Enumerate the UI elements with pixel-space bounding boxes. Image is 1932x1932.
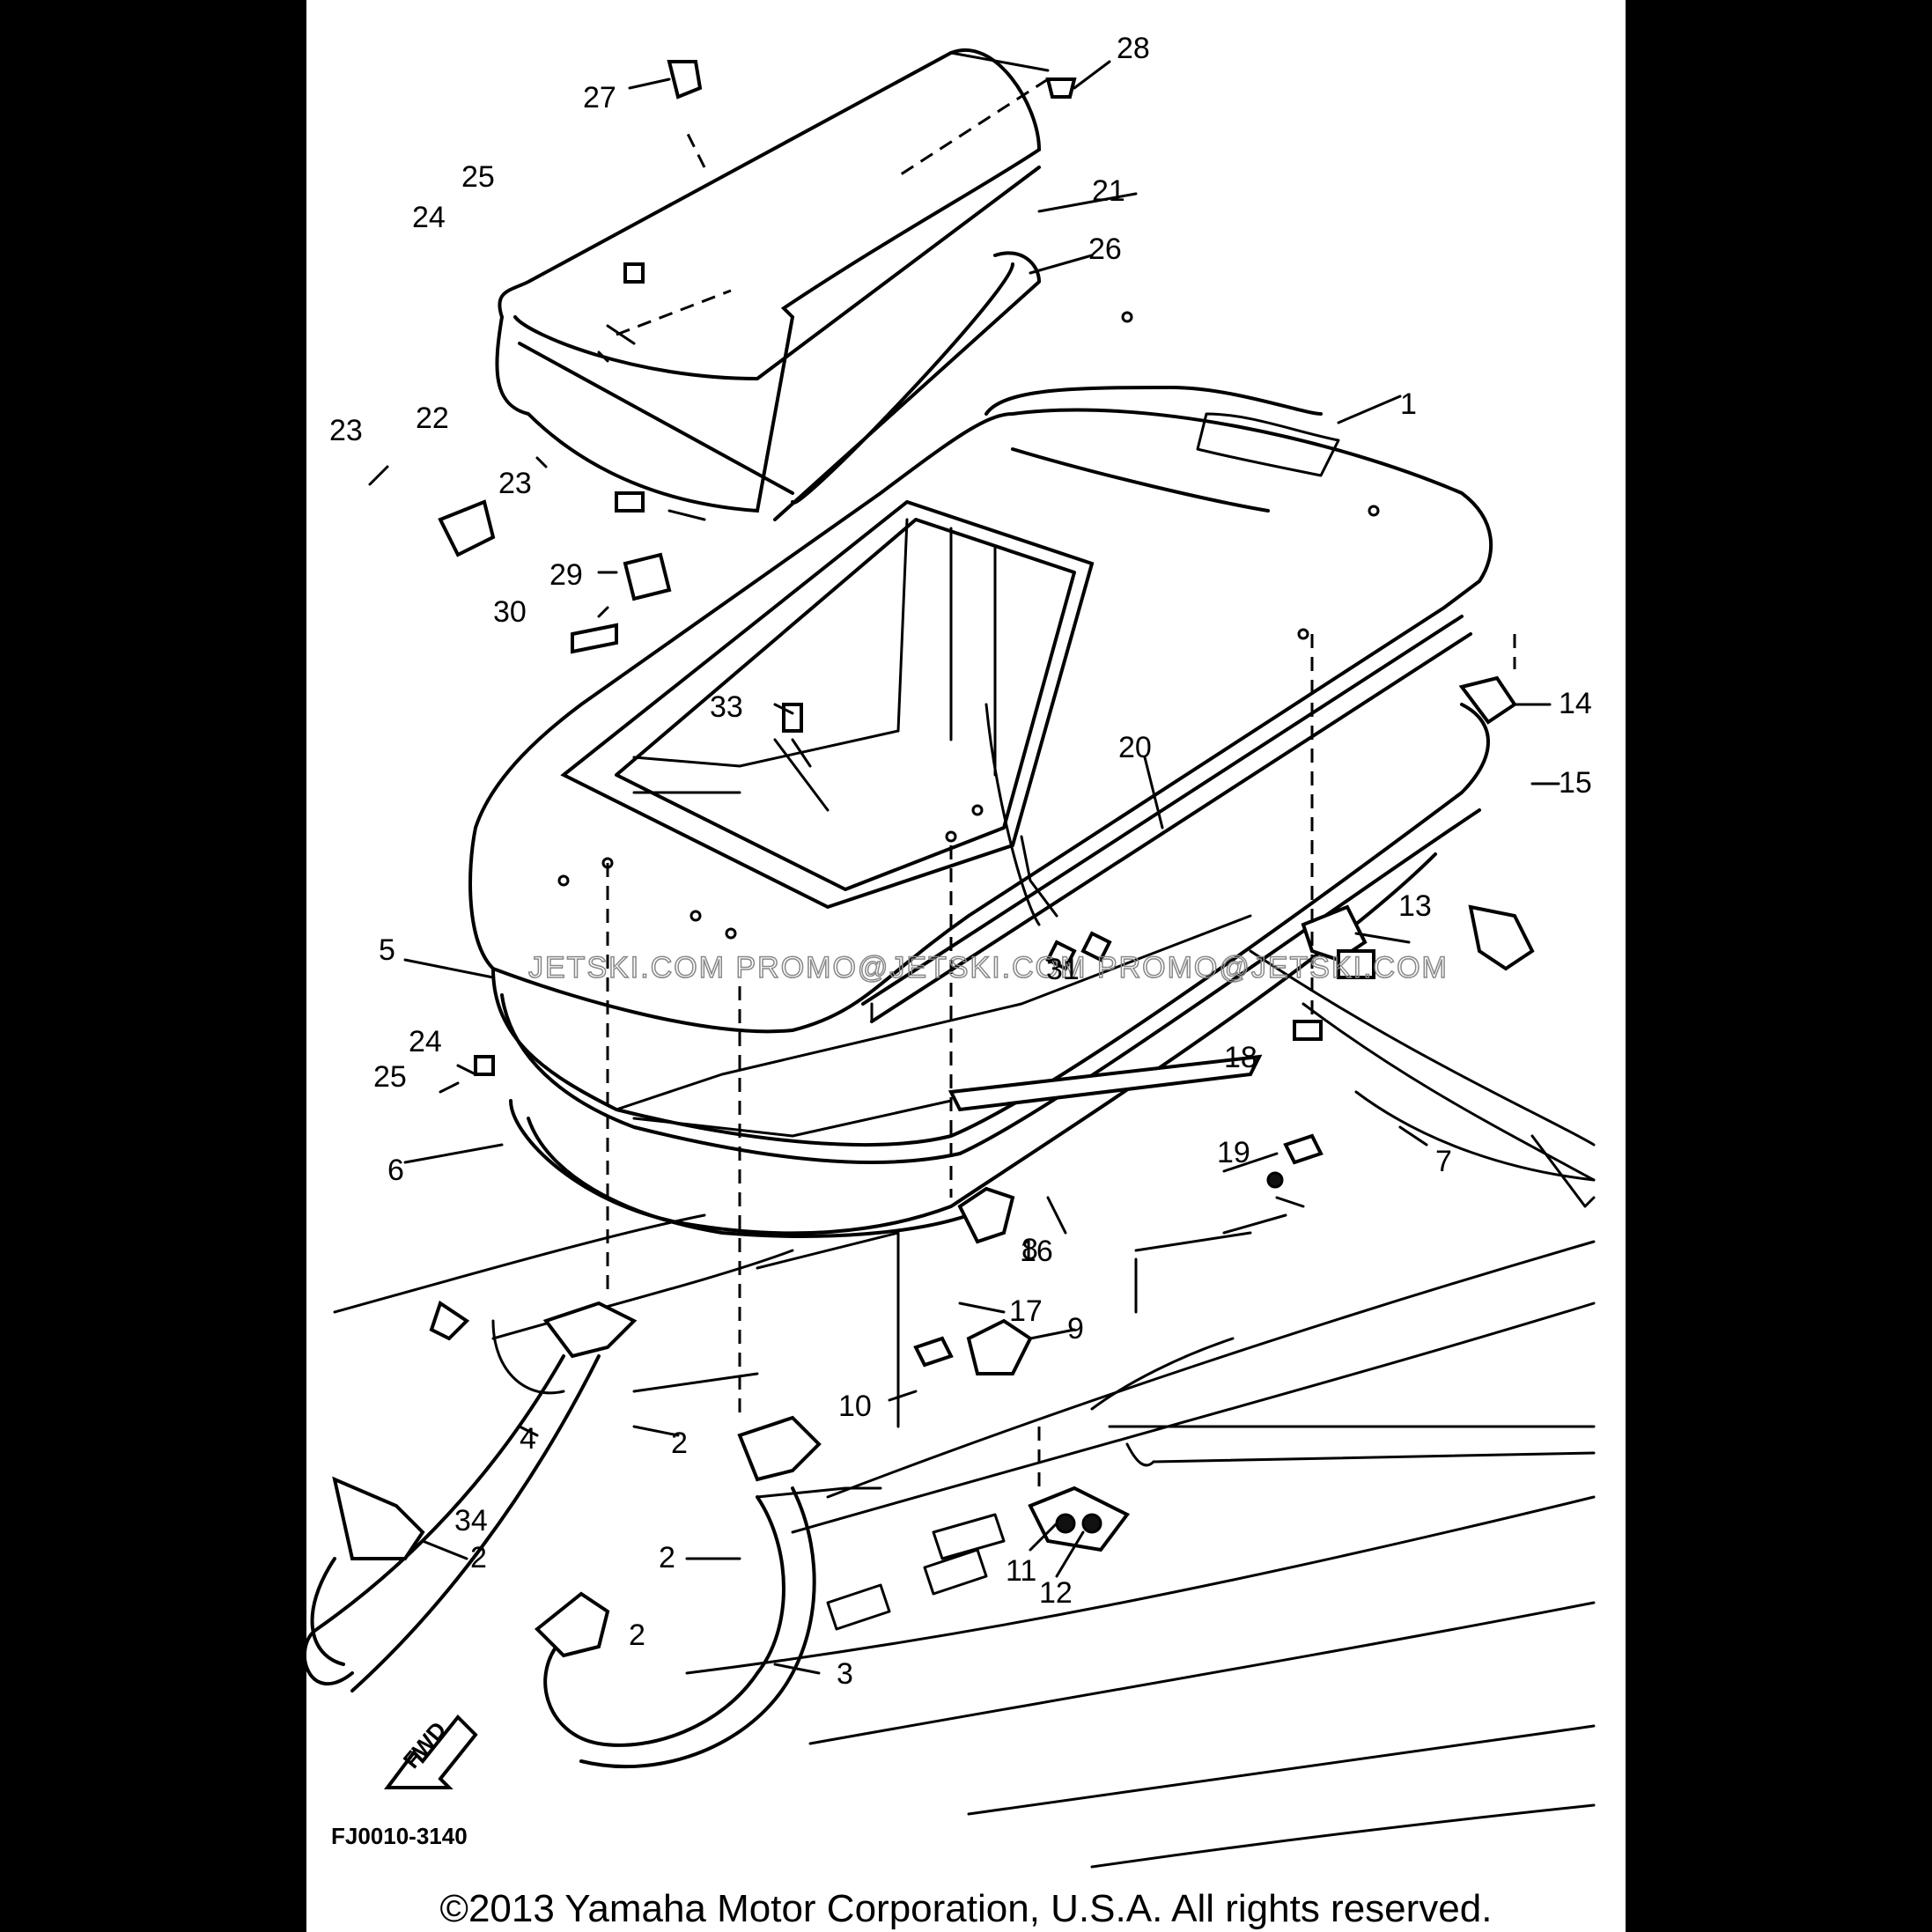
callout-23: 23 xyxy=(498,467,532,500)
seal-frame-5-6 xyxy=(491,703,1490,1238)
callout-29: 29 xyxy=(549,558,583,592)
trim-strip-20 xyxy=(861,615,1472,1023)
callout-14: 14 xyxy=(1559,687,1592,720)
callout-18: 18 xyxy=(1224,1041,1257,1074)
callout-24: 24 xyxy=(409,1025,442,1058)
callout-16: 16 xyxy=(1020,1235,1053,1268)
callout-25: 25 xyxy=(373,1060,407,1094)
grab-handle-3 xyxy=(535,1415,822,1769)
callout-2: 2 xyxy=(470,1541,487,1574)
callout-8: 8 xyxy=(1021,1233,1038,1266)
hatch-gasket-26 xyxy=(773,251,1041,521)
callout-3: 3 xyxy=(837,1657,853,1691)
hull-outline xyxy=(333,949,1596,1869)
callout-24: 24 xyxy=(412,201,446,234)
copyright-notice: ©2013 Yamaha Motor Corporation, U.S.A. A… xyxy=(439,1887,1493,1930)
callout-34: 34 xyxy=(454,1504,488,1537)
callout-2: 2 xyxy=(629,1619,645,1652)
leader-lines xyxy=(368,60,1560,1675)
callout-2: 2 xyxy=(659,1541,675,1574)
callout-9: 9 xyxy=(1067,1312,1084,1346)
callout-31: 31 xyxy=(1046,953,1080,986)
grab-handle-4 xyxy=(303,1301,638,1692)
fwd-arrow-icon: FWD xyxy=(384,1714,478,1789)
engine-hood-1 xyxy=(468,311,1493,1034)
callout-30: 30 xyxy=(493,595,527,629)
watermark: JETSKI.COM PROMO@JETSKI.COM PROMO@JETSKI… xyxy=(528,951,1449,984)
callout-labels: 1 2 2 2 2 3 4 5 6 7 8 9 10 11 12 13 14 1… xyxy=(329,32,1592,1691)
callout-22: 22 xyxy=(416,402,449,435)
callout-27: 27 xyxy=(583,81,616,114)
callout-26: 26 xyxy=(1088,232,1122,266)
callout-5: 5 xyxy=(379,933,395,967)
callout-28: 28 xyxy=(1117,32,1150,65)
callout-1: 1 xyxy=(1400,387,1417,421)
callout-10: 10 xyxy=(838,1390,872,1423)
callout-15: 15 xyxy=(1559,766,1592,800)
callout-19: 19 xyxy=(1217,1136,1250,1169)
callout-25: 25 xyxy=(461,160,495,194)
callout-7: 7 xyxy=(1435,1145,1452,1178)
callout-11: 11 xyxy=(1006,1554,1036,1588)
assembly-lines xyxy=(606,51,1516,1488)
callout-21: 21 xyxy=(1092,174,1125,208)
callout-23: 23 xyxy=(329,414,363,447)
callout-17: 17 xyxy=(1009,1294,1043,1328)
small-parts xyxy=(429,60,1535,1552)
callout-12: 12 xyxy=(1039,1576,1073,1610)
callout-33: 33 xyxy=(710,690,743,724)
drawing-number: FJ0010-3140 xyxy=(331,1823,468,1849)
callout-13: 13 xyxy=(1398,889,1432,923)
callout-20: 20 xyxy=(1118,731,1152,764)
callout-2: 2 xyxy=(671,1427,688,1460)
callout-6: 6 xyxy=(387,1154,404,1187)
callout-4: 4 xyxy=(520,1422,536,1456)
